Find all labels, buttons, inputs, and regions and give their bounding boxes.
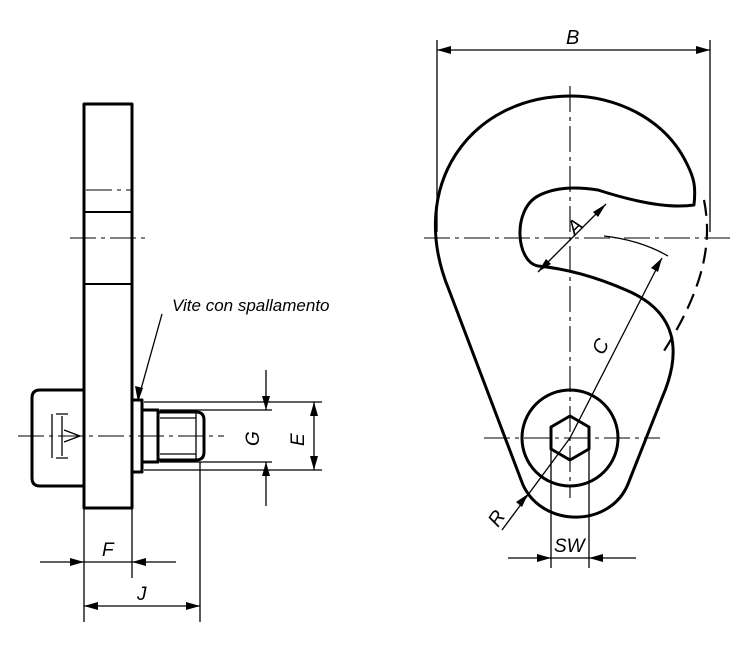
screw-head	[30, 388, 84, 488]
label-g: G	[243, 431, 264, 446]
dim-c	[569, 235, 669, 439]
dim-b	[436, 40, 711, 232]
label-a: A	[562, 215, 588, 241]
dim-f	[40, 474, 176, 622]
label-sw: SW	[554, 536, 587, 557]
label-r: R	[484, 507, 510, 531]
hook-outline	[433, 94, 697, 519]
label-f: F	[102, 540, 115, 561]
dim-r	[501, 437, 571, 531]
label-e: E	[288, 433, 309, 446]
callout-text: Vite con spallamento	[172, 296, 330, 315]
dim-j	[84, 462, 201, 622]
hidden-contour	[661, 199, 709, 355]
plate-body	[82, 102, 134, 510]
callout-leader	[137, 313, 163, 401]
dim-a	[537, 203, 607, 273]
label-c: C	[588, 335, 614, 359]
dim-sw	[508, 449, 636, 568]
side-view	[18, 102, 322, 622]
dim-e	[144, 401, 322, 471]
dim-g	[160, 370, 272, 506]
label-b: B	[566, 27, 579, 49]
label-j: J	[136, 584, 147, 605]
front-view	[424, 40, 730, 568]
